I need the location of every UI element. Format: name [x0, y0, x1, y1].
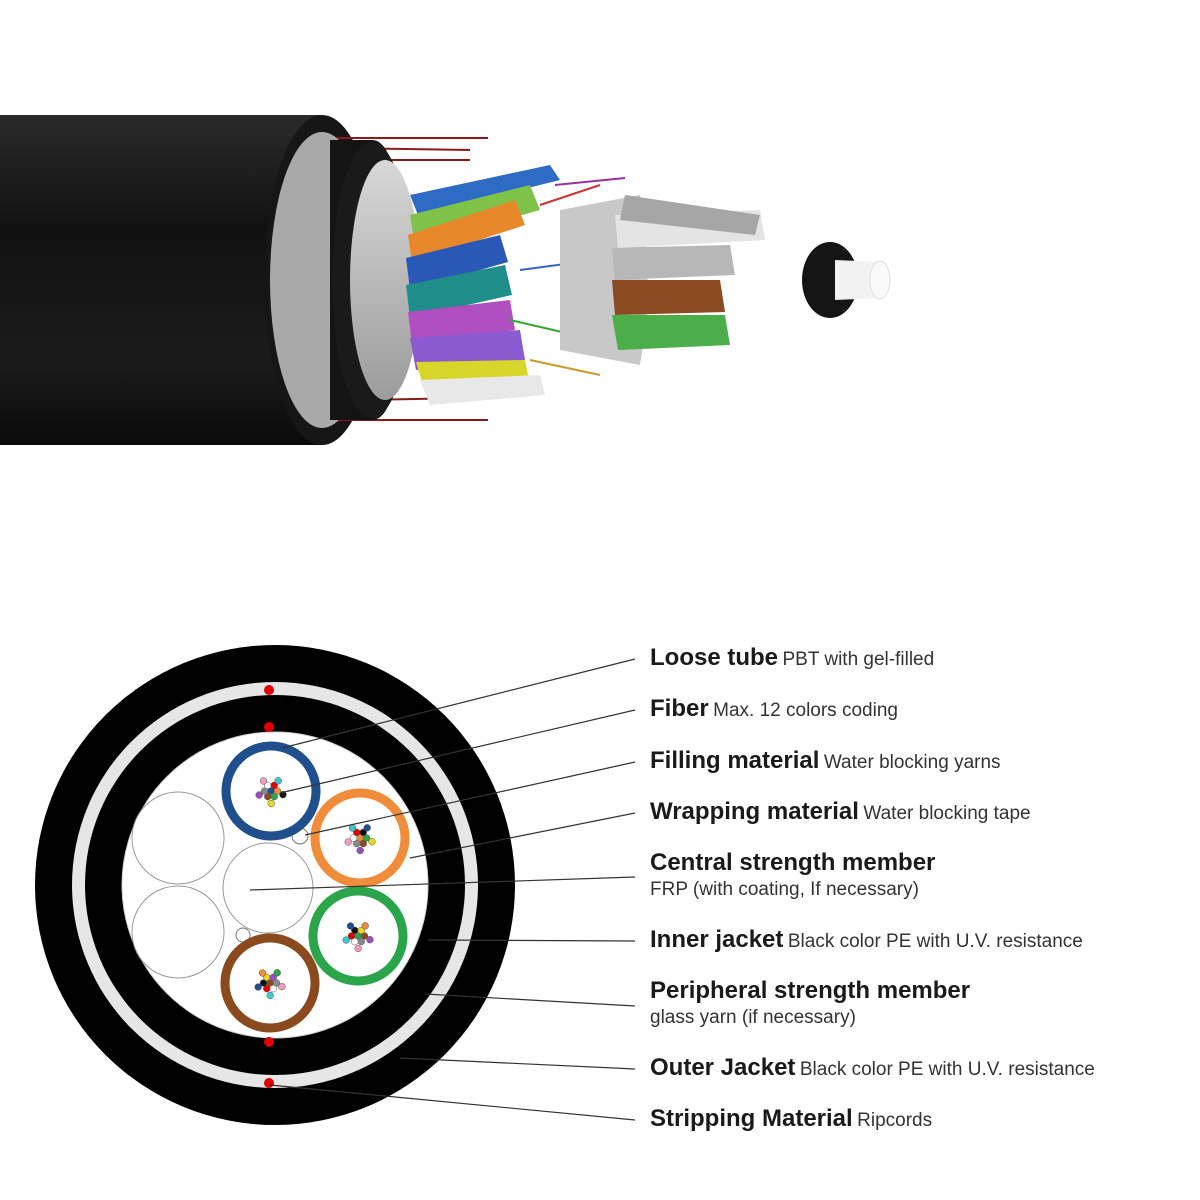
label-wrapping-material: Wrapping material Water blocking tape — [650, 798, 1031, 826]
fiber — [266, 991, 274, 1000]
label-desc: Water blocking tape — [863, 803, 1031, 824]
label-name: Inner jacket — [650, 926, 784, 953]
fiber — [368, 838, 376, 846]
fiber — [255, 791, 263, 799]
central-member-frp — [835, 260, 880, 300]
label-name: Loose tube — [650, 644, 779, 671]
label-name: Fiber — [650, 695, 709, 722]
label-name: Stripping Material — [650, 1105, 853, 1132]
fiber — [270, 781, 278, 790]
fiber — [346, 922, 355, 930]
leader-loose-tube — [281, 658, 636, 749]
leader-filling — [304, 761, 636, 836]
fiber — [272, 979, 281, 987]
fiber — [351, 937, 359, 946]
fiber — [269, 973, 277, 982]
inner-tube-bundle — [612, 195, 765, 350]
fiber — [360, 932, 369, 940]
filler-rod-top — [131, 791, 225, 885]
ripcord-inner-bottom — [264, 1037, 274, 1047]
wrapping-tape-end — [350, 160, 420, 400]
label-desc: Ripcords — [857, 1110, 933, 1131]
label-peripheral-strength-member: Peripheral strength member glass yarn (i… — [650, 977, 970, 1029]
fiber — [259, 979, 268, 987]
central-member-tip — [869, 260, 891, 300]
fiber — [267, 799, 275, 808]
leader-lines — [249, 658, 636, 1121]
fiber — [258, 969, 267, 977]
fiber — [344, 838, 352, 846]
outer-jacket-body — [0, 115, 352, 445]
label-name: Wrapping material — [650, 798, 859, 825]
cross-section — [35, 645, 515, 1125]
label-filling-material: Filling material Water blocking yarns — [650, 747, 1001, 775]
label-desc: Black color PE with U.V. resistance — [799, 1059, 1095, 1080]
fiber-clusters — [254, 777, 376, 1000]
leader-wrapping — [409, 812, 636, 859]
label-inner-jacket: Inner jacket Black color PE with U.V. re… — [650, 926, 1083, 954]
label-desc: PBT with gel-filled — [782, 649, 935, 670]
label-loose-tube: Loose tube PBT with gel-filled — [650, 644, 934, 672]
ripcord-inner-top — [264, 722, 274, 732]
fiber — [359, 839, 367, 848]
label-name: Peripheral strength member — [650, 977, 971, 1004]
fiber — [278, 983, 286, 991]
label-desc: FRP (with coating, If necessary) — [650, 879, 919, 900]
label-desc: glass yarn (if necessary) — [650, 1007, 856, 1028]
label-name: Central strength member — [650, 849, 936, 876]
fiber — [353, 839, 361, 848]
label-outer-jacket: Outer Jacket Black color PE with U.V. re… — [650, 1054, 1095, 1082]
filler-rod-bottom — [131, 885, 225, 979]
fiber — [366, 936, 374, 944]
label-name: Outer Jacket — [650, 1054, 796, 1081]
leader-inner-jacket — [427, 939, 636, 942]
fiber — [264, 792, 272, 801]
fiber — [347, 932, 356, 940]
fiber — [356, 846, 364, 855]
leader-fiber — [279, 709, 636, 794]
leader-stripping — [269, 1084, 636, 1121]
loose-tube-bundle — [406, 165, 560, 405]
label-desc: Black color PE with U.V. resistance — [787, 931, 1083, 952]
label-fiber: Fiber Max. 12 colors coding — [650, 695, 898, 723]
fiber — [273, 969, 281, 977]
leader-peripheral — [424, 993, 636, 1007]
label-name: Filling material — [650, 747, 820, 774]
cable-3d-illustration — [0, 115, 891, 445]
ripcord-outer-bottom — [264, 1078, 274, 1088]
fiber — [361, 922, 369, 930]
fiber — [269, 984, 277, 993]
fiber — [259, 777, 268, 785]
fiber — [342, 936, 350, 944]
fiber — [263, 984, 271, 993]
fiber — [270, 792, 278, 801]
fiber — [363, 824, 371, 832]
fiber — [260, 787, 269, 795]
leader-central — [249, 876, 636, 891]
label-central-strength-member: Central strength member FRP (with coatin… — [650, 849, 935, 901]
fiber — [273, 787, 282, 795]
fiber — [354, 944, 362, 953]
fiber — [357, 937, 365, 946]
fiber — [254, 983, 262, 991]
fiber — [274, 777, 282, 785]
fiber — [357, 926, 365, 935]
fiber — [359, 828, 367, 837]
label-stripping-material: Stripping Material Ripcords — [650, 1105, 932, 1133]
label-desc: Water blocking yarns — [823, 752, 1001, 773]
fiber — [362, 834, 371, 842]
fiber — [349, 834, 358, 842]
ripcord-outer-top — [264, 685, 274, 695]
leader-outer-jacket — [399, 1057, 636, 1070]
label-desc: Max. 12 colors coding — [713, 700, 898, 721]
